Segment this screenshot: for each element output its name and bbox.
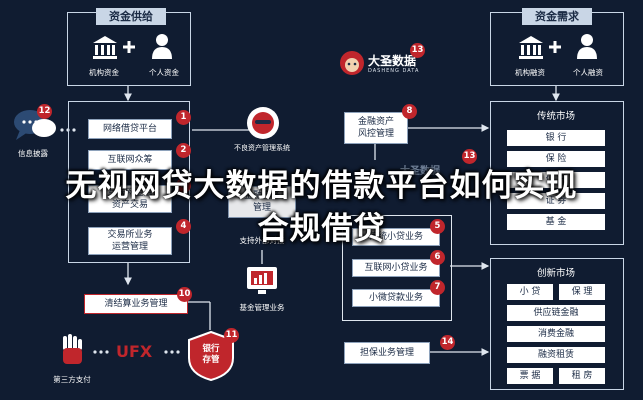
info-disclosure-label: 信息披露	[18, 149, 48, 158]
market-item-insurance[interactable]: 保 险	[507, 151, 605, 167]
person-icon	[577, 34, 597, 59]
asset-management-box[interactable]: 金融资产 管理	[228, 186, 296, 218]
market-item-leasing[interactable]: 融资租赁	[507, 347, 605, 363]
bank-custody-label: 银行 存管	[202, 344, 220, 365]
badge-13-faded: 13	[462, 149, 477, 164]
funding-demand-title: 资金需求	[522, 8, 592, 25]
settlement-label: 清结算业务管理	[104, 299, 168, 309]
badge-2: 2	[176, 143, 191, 158]
risk-management-box[interactable]: 金融资产 风控管理	[344, 112, 408, 144]
channel-asset-exchange[interactable]: 互联网金融 资产交易	[88, 185, 172, 213]
guarantee-box[interactable]: 担保业务管理	[344, 342, 430, 364]
badge-7: 7	[430, 280, 445, 295]
traditional-market-title: 传统市场	[536, 111, 575, 122]
third-party-pay-label: 第三方支付	[53, 375, 91, 384]
dasheng-sub: DASHENG DATA	[368, 68, 420, 74]
bank-building-icon	[93, 36, 117, 59]
traditional-market-panel	[490, 101, 624, 245]
channel-exchange-ops[interactable]: 交易所业务 运营管理	[88, 227, 172, 255]
bank-building-icon	[519, 36, 543, 59]
dasheng-monkey-logo-icon	[340, 51, 364, 75]
market-item-bills[interactable]: 票 据	[507, 368, 553, 384]
innovation-market-panel	[490, 258, 624, 390]
badge-12: 12	[37, 104, 52, 119]
channel-label: 互联网金融 资产交易	[107, 188, 153, 210]
channel-label: 网络借贷平台	[102, 124, 157, 134]
dasheng-name-faded: 大圣数据	[400, 166, 440, 177]
channel-label: 交易所业务 运营管理	[107, 230, 153, 252]
badge-8: 8	[402, 104, 417, 119]
overlay-title-line2: 合规借贷	[257, 211, 386, 247]
innovation-market-title: 创新市场	[536, 268, 575, 279]
guarantee-label: 担保业务管理	[359, 348, 414, 358]
personal-financing-label: 个人融资	[573, 68, 603, 77]
market-item-bank[interactable]: 银 行	[507, 130, 605, 146]
bad-asset-mask-icon	[247, 107, 279, 139]
dasheng-name: 大圣数据	[368, 54, 417, 68]
hand-pointer-icon	[63, 334, 82, 364]
channel-label: 互联网众筹	[107, 155, 153, 165]
asset-management-label: 金融资产 管理	[243, 191, 280, 213]
badge-6: 6	[430, 250, 445, 265]
settlement-box[interactable]: 清结算业务管理	[84, 294, 188, 314]
channel-crowdfunding[interactable]: 互联网众筹	[88, 150, 172, 170]
institution-financing-label: 机构融资	[515, 68, 545, 77]
lending-label: 传统小贷业务	[368, 232, 423, 242]
lending-micro[interactable]: 小微贷款业务	[352, 289, 440, 307]
market-item-consumer-finance[interactable]: 消费金融	[507, 326, 605, 342]
personal-funds-label: 个人资金	[149, 68, 179, 77]
channel-p2p-platform[interactable]: 网络借贷平台	[88, 119, 172, 139]
badge-14: 14	[440, 335, 455, 350]
badge-13: 13	[410, 43, 425, 58]
institution-funds-label: 机构资金	[89, 68, 119, 77]
market-item-securities[interactable]: 证 券	[507, 193, 605, 209]
lending-panel	[342, 215, 452, 321]
bad-asset-system-label: 不良资产管理系统	[234, 144, 290, 152]
badge-3: 3	[176, 178, 191, 193]
badge-5: 5	[430, 219, 445, 234]
market-item-factoring[interactable]: 保 理	[559, 284, 605, 300]
overlay-title-line1: 无视网贷大数据的借款平台如何实现	[65, 168, 578, 204]
badge-1: 1	[176, 110, 191, 125]
lending-label: 互联网小贷业务	[364, 263, 428, 273]
external-support-label: 支持外部对接	[239, 236, 285, 245]
market-item-supply-chain[interactable]: 供应链金融	[507, 305, 605, 321]
funding-supply-title: 资金供给	[96, 8, 166, 25]
person-icon	[152, 34, 172, 59]
lending-label: 小微贷款业务	[368, 293, 423, 303]
badge-11: 11	[224, 328, 239, 343]
lending-internet[interactable]: 互联网小贷业务	[352, 259, 440, 277]
fund-management-label: 基金管理业务	[239, 303, 285, 312]
bank-custody-shield-icon	[188, 330, 234, 382]
market-item-microloan[interactable]: 小 贷	[507, 284, 553, 300]
market-item-fund[interactable]: 基 金	[507, 214, 605, 230]
market-item-trust[interactable]: 信 托	[507, 172, 605, 188]
badge-4: 4	[176, 219, 191, 234]
badge-10: 10	[177, 287, 192, 302]
fund-chart-icon	[247, 267, 277, 294]
lending-traditional[interactable]: 传统小贷业务	[352, 228, 440, 246]
ufx-logo: UFX	[116, 342, 153, 361]
market-item-rental[interactable]: 租 房	[559, 368, 605, 384]
risk-management-label: 金融资产 风控管理	[357, 117, 394, 139]
